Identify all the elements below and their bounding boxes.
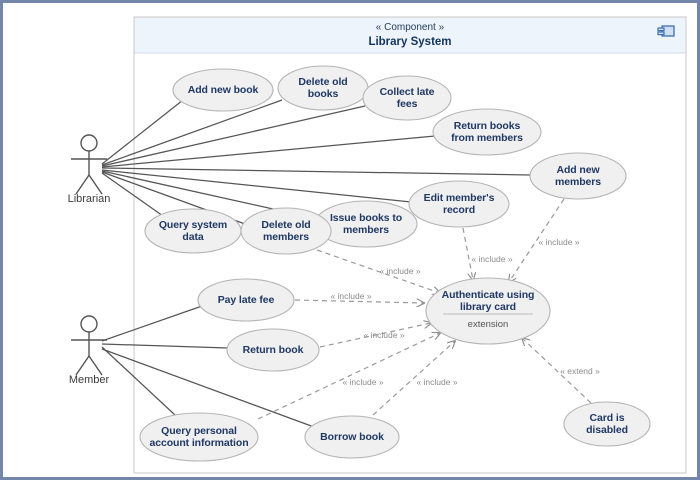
extend-dependencies: [522, 338, 592, 404]
use-case-card-is-disabled[interactable]: [563, 401, 651, 447]
component-icon: [657, 25, 675, 37]
use-case-delete-old-books[interactable]: [277, 65, 369, 111]
use-case-query-personal-info[interactable]: [139, 412, 259, 462]
use-case-collect-late-fees[interactable]: [362, 75, 452, 121]
use-case-query-system-data[interactable]: [144, 208, 242, 254]
use-case-add-new-book[interactable]: [172, 68, 274, 112]
use-case-delete-old-members[interactable]: [240, 207, 332, 255]
use-case-authenticate-using-library-card[interactable]: [425, 277, 551, 345]
include-return-book: [319, 323, 431, 348]
assoc-librarian-add-new-book: [101, 99, 184, 165]
assoc-member-query-personal-info: [101, 346, 176, 416]
use-case-return-books[interactable]: [432, 108, 542, 156]
use-case-pay-late-fee[interactable]: [197, 278, 295, 322]
association-lines-member: [101, 305, 315, 428]
include-pay-late-fee: [294, 300, 424, 303]
diagram-canvas: [71, 16, 687, 474]
actor-member[interactable]: [71, 315, 107, 376]
include-query-personal-info: [257, 333, 440, 420]
include-dependencies: [257, 198, 565, 420]
assoc-member-borrow-book: [101, 348, 315, 428]
assoc-librarian-query-system-data: [101, 172, 164, 217]
assoc-librarian-return-books: [101, 135, 436, 168]
use-case-edit-member-record[interactable]: [408, 180, 510, 228]
extend-card-is-disabled: [522, 338, 592, 404]
use-case-ellipses: [139, 65, 651, 462]
assoc-member-return-book: [101, 343, 229, 349]
include-borrow-book: [372, 341, 455, 416]
actor-librarian[interactable]: [71, 134, 107, 195]
assoc-librarian-collect-late-fees: [101, 105, 366, 167]
assoc-librarian-delete-old-books: [101, 99, 283, 166]
use-case-issue-books[interactable]: [314, 200, 418, 248]
include-delete-old-members: [316, 249, 440, 293]
include-add-new-members: [509, 198, 565, 282]
use-case-borrow-book[interactable]: [304, 415, 400, 459]
assoc-librarian-add-new-members: [101, 167, 532, 176]
assoc-member-pay-late-fee: [101, 305, 203, 342]
use-case-return-book[interactable]: [226, 328, 320, 372]
use-case-add-new-members[interactable]: [529, 152, 627, 200]
assoc-librarian-edit-member-record: [101, 169, 412, 203]
